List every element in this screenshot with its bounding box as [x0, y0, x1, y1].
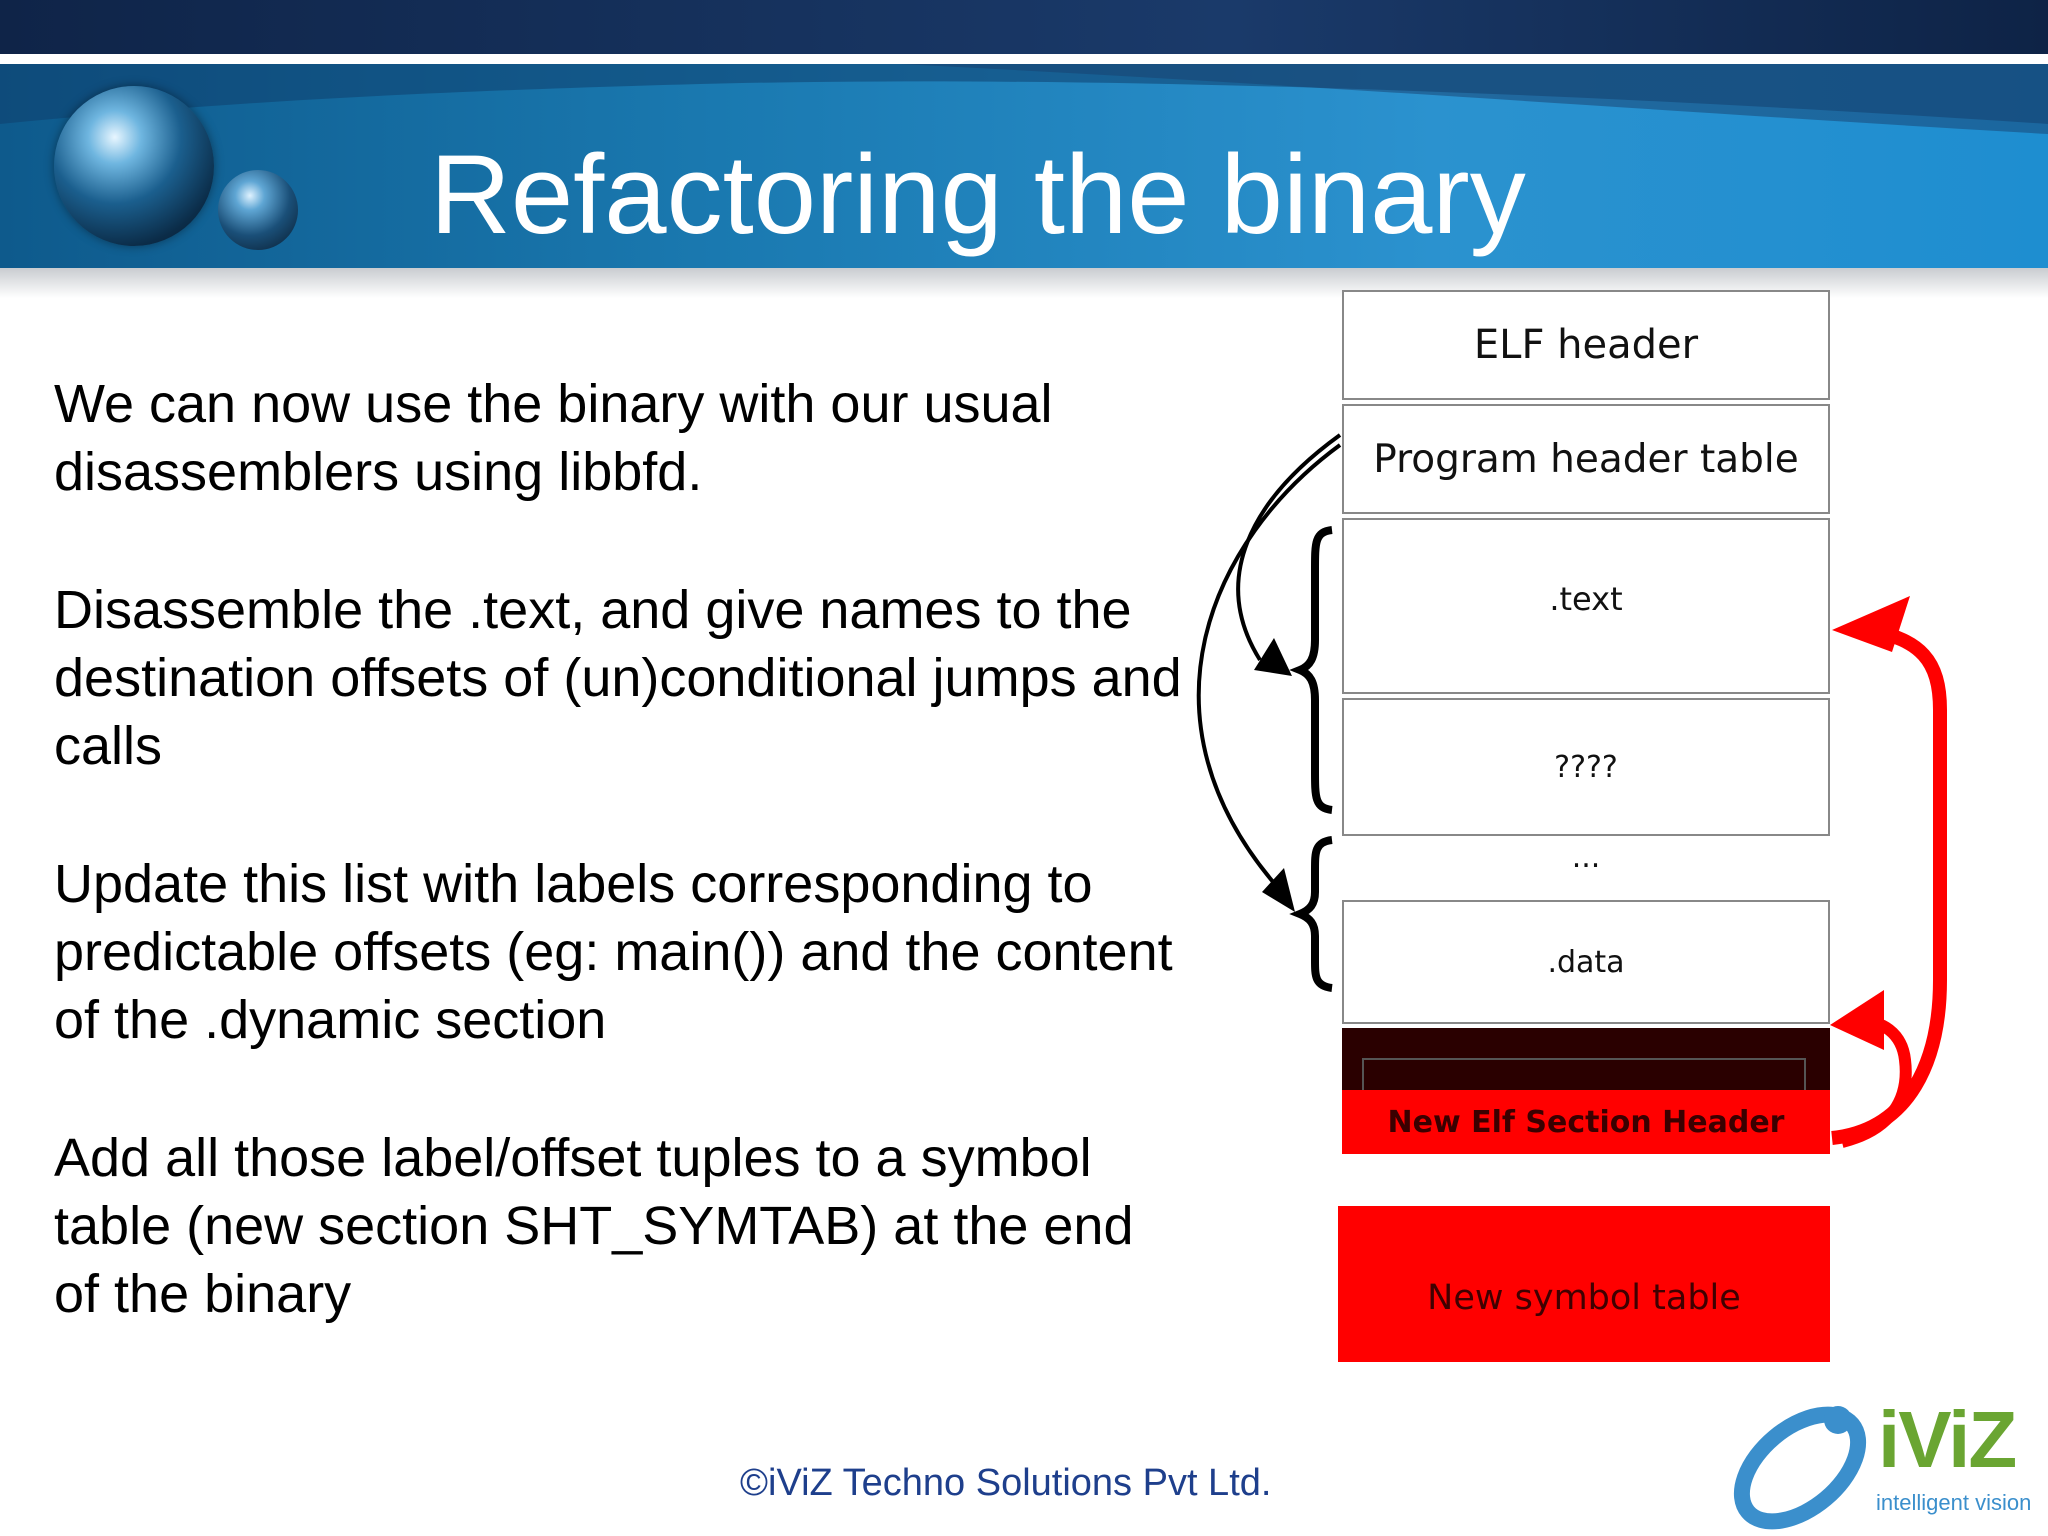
ellipsis-label: ... — [1571, 840, 1601, 875]
bullet-item: Update this list with labels correspondi… — [54, 854, 1173, 1050]
unknown-section-box: ???? — [1342, 698, 1830, 836]
bullet-list: We can now use the binary with our usual… — [54, 370, 1184, 1398]
dark-strip-outline — [1362, 1058, 1806, 1090]
brace-icon — [1289, 526, 1333, 814]
diagram-arrows — [1196, 433, 1947, 1148]
top-bar — [0, 0, 2048, 54]
bullet-item: Disassemble the .text, and give names to… — [54, 580, 1182, 776]
logo-wordmark: iViZ — [1878, 1395, 2017, 1484]
iviz-logo: iViZ intelligent vision — [1720, 1390, 2040, 1530]
dark-strip — [1342, 1028, 1830, 1090]
program-header-table-label: Program header table — [1373, 436, 1799, 482]
copyright-footer: ©iViZ Techno Solutions Pvt Ltd. — [740, 1462, 1272, 1504]
new-symbol-table-label: New symbol table — [1427, 1278, 1741, 1318]
red-arrow-head-icon — [1830, 990, 1884, 1050]
bullet-item: Add all those label/offset tuples to a s… — [54, 1128, 1134, 1324]
text-section-label: .text — [1549, 580, 1623, 618]
red-arrow-line — [1831, 623, 1947, 1145]
logo-tagline: intelligent vision — [1876, 1490, 2032, 1515]
new-section-header-label: New Elf Section Header — [1387, 1104, 1785, 1140]
arrow-head-icon — [1254, 638, 1292, 676]
banner-divider — [0, 54, 2048, 64]
arrow-head-icon — [1262, 868, 1295, 912]
title-banner — [0, 64, 2048, 268]
globe-icon — [54, 86, 214, 246]
program-header-table-box: Program header table — [1342, 404, 1830, 514]
brace-icon — [1289, 836, 1333, 992]
data-section-label: .data — [1547, 944, 1625, 980]
unknown-section-label: ???? — [1554, 749, 1618, 785]
data-section-box: .data — [1342, 900, 1830, 1024]
iviz-swoosh-icon — [1733, 1406, 1867, 1530]
red-arrow-head-icon — [1832, 596, 1910, 652]
new-section-header-box: New Elf Section Header — [1342, 1090, 1830, 1154]
slide-title: Refactoring the binary — [430, 132, 1526, 257]
text-section-box: .text — [1342, 518, 1830, 694]
new-symbol-table-box: New symbol table — [1338, 1206, 1830, 1362]
elf-header-label: ELF header — [1473, 322, 1699, 368]
arrow-line — [1236, 433, 1342, 662]
elf-layout-diagram: ELF header Program header table .text ??… — [1150, 280, 2030, 1400]
bullet-item: We can now use the binary with our usual… — [54, 374, 1053, 502]
elf-header-box: ELF header — [1342, 290, 1830, 400]
small-globe-icon — [218, 170, 298, 250]
banner-swoosh — [0, 64, 2048, 134]
arrow-line — [1196, 443, 1342, 892]
